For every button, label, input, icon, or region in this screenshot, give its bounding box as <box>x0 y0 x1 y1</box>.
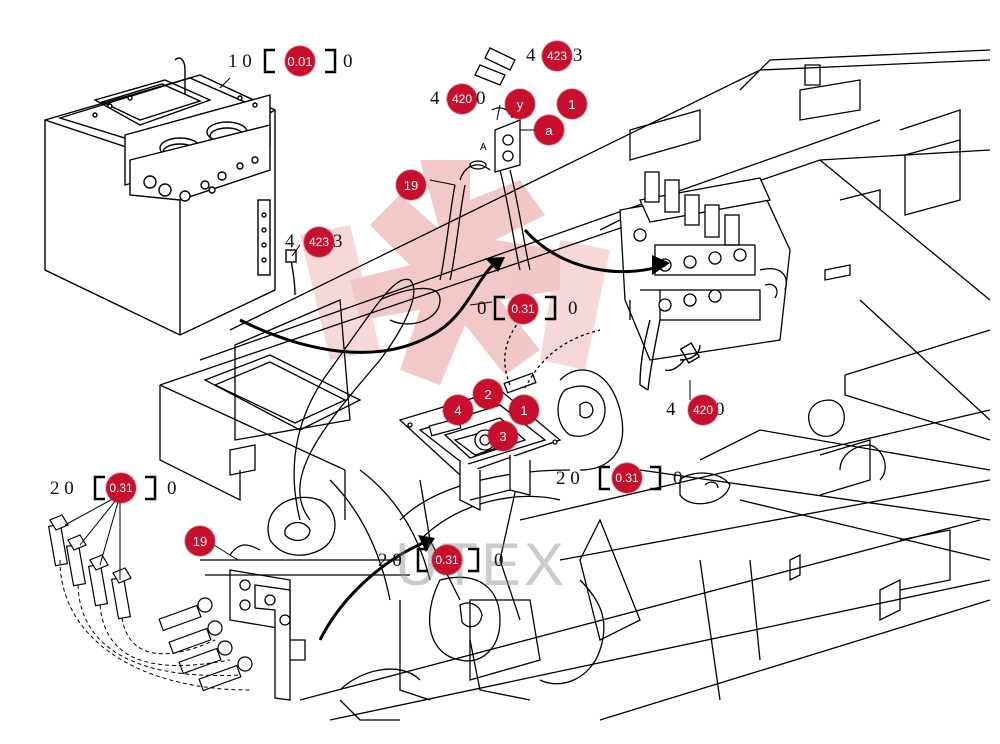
hose-arrow-heads <box>418 255 670 552</box>
callout-19-top[interactable]: 19 <box>396 170 426 200</box>
watermark-text: UTEX <box>395 531 567 598</box>
ref-suffix: 3 <box>333 231 343 252</box>
ref-prefix: 4 <box>666 399 676 420</box>
ref-badge-420-top[interactable]: 420 <box>447 84 477 114</box>
ref-badge-0.31-left[interactable]: 0.31 <box>106 473 136 503</box>
callout-1-top[interactable]: 1 <box>557 89 587 119</box>
port-label-a: A <box>480 142 487 153</box>
ref-suffix: 3 <box>573 45 583 66</box>
ref-center: 0 <box>477 299 487 318</box>
callout-2[interactable]: 2 <box>473 379 503 409</box>
ref-prefix: 1 0 <box>228 51 252 72</box>
callout-4[interactable]: 4 <box>443 395 473 425</box>
boom-structure <box>267 278 886 721</box>
ref-brackets <box>93 48 662 573</box>
ref-prefix: 4 <box>526 45 536 66</box>
ref-suffix: 0 <box>476 88 486 109</box>
ref-center-suffix: 0 <box>568 299 578 318</box>
ref-right-20-suffix: 0 <box>673 469 683 488</box>
ref-prefix: 4 <box>285 231 295 252</box>
watermark-logo <box>300 160 610 385</box>
ref-prefix: 4 <box>430 88 440 109</box>
control-valve <box>619 171 791 361</box>
manifold-left <box>200 544 410 701</box>
ref-valve-4420-suffix: 0 <box>715 400 725 419</box>
fittings-bolts <box>47 514 253 692</box>
ref-bottom-20: 2 0 <box>378 551 402 570</box>
callout-pointer-lines <box>64 77 691 580</box>
ref-valve-4420: 4 <box>666 400 676 419</box>
ref-badge-423-tank[interactable]: 423 <box>304 227 334 257</box>
ref-top-4420: 4 <box>430 89 440 108</box>
ref-prefix: 2 0 <box>50 478 74 499</box>
ref-badge-423-top[interactable]: 423 <box>542 41 572 71</box>
ref-tank-4423: 4 <box>285 232 295 251</box>
ref-suffix: 0 <box>568 298 578 319</box>
pilot-valve-top <box>474 47 521 173</box>
ref-suffix: 0 <box>494 550 504 571</box>
ref-top-left: 1 0 <box>228 52 252 71</box>
ref-prefix: 0 <box>477 298 487 319</box>
ref-left-20-suffix: 0 <box>167 479 177 498</box>
ref-suffix: 0 <box>715 399 725 420</box>
ref-bottom-20-suffix: 0 <box>494 551 504 570</box>
ref-prefix: 2 0 <box>556 468 580 489</box>
callout-y[interactable]: y <box>505 89 535 119</box>
valve-hoses <box>639 319 701 391</box>
callout-19-bottom[interactable]: 19 <box>185 526 215 556</box>
callout-1-mid[interactable]: 1 <box>509 395 539 425</box>
ref-badge-0.31-bottom[interactable]: 0.31 <box>432 545 462 575</box>
hose-arrows <box>239 229 666 641</box>
callout-3[interactable]: 3 <box>488 421 518 451</box>
ref-suffix: 0 <box>673 468 683 489</box>
ref-badge-0.01[interactable]: 0.01 <box>285 46 315 76</box>
ref-left-20: 2 0 <box>50 479 74 498</box>
ref-tank-4423-suffix: 3 <box>333 232 343 251</box>
hose-19-top <box>439 160 531 281</box>
ref-top-4423-suffix: 3 <box>573 46 583 65</box>
ref-top-left-suffix: 0 <box>343 52 353 71</box>
ref-badge-420-valve[interactable]: 420 <box>688 395 718 425</box>
ref-suffix: 0 <box>167 478 177 499</box>
ref-right-20: 2 0 <box>556 469 580 488</box>
ref-prefix: 2 0 <box>378 550 402 571</box>
ref-top-4423: 4 <box>526 46 536 65</box>
callout-a[interactable]: a <box>534 115 564 145</box>
ref-top-4420-suffix: 0 <box>476 89 486 108</box>
ref-badge-0.31-center[interactable]: 0.31 <box>508 294 538 324</box>
ref-badge-0.31-right[interactable]: 0.31 <box>612 463 642 493</box>
hydraulic-tank <box>44 57 297 336</box>
chassis-frame <box>159 49 991 721</box>
ref-suffix: 0 <box>343 51 353 72</box>
leader-lines <box>59 559 251 691</box>
